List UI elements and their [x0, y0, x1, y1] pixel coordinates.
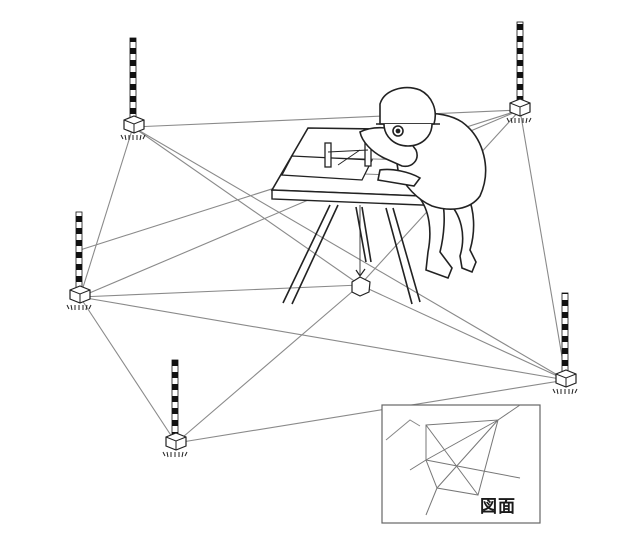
alidade-instrument	[280, 137, 374, 181]
survey-pole-middle-left	[66, 211, 92, 311]
surveyor-figure	[359, 86, 487, 280]
edge-line	[175, 379, 567, 444]
drawing-inset	[381, 404, 541, 524]
edge-line	[519, 109, 567, 381]
plane-table-tripod	[282, 204, 421, 305]
inset-label-drawing: 図面	[480, 497, 516, 517]
diagonal-line	[132, 126, 567, 381]
survey-pole-right	[552, 292, 578, 395]
edge-line	[79, 296, 177, 444]
center-station-marker	[351, 205, 371, 297]
diagonal-line	[132, 126, 361, 286]
survey-pole-top-right	[506, 21, 532, 124]
inset-network	[409, 404, 521, 516]
diagonal-line	[79, 296, 567, 381]
survey-pole-top-left	[120, 37, 146, 141]
edge-line	[79, 126, 134, 298]
inset-frame	[381, 404, 541, 524]
diagonal-line	[359, 284, 567, 381]
diagonal-line	[175, 284, 361, 444]
diagonal-line	[79, 284, 361, 298]
edge-line	[132, 109, 521, 128]
survey-pole-bottom-left	[162, 359, 188, 458]
